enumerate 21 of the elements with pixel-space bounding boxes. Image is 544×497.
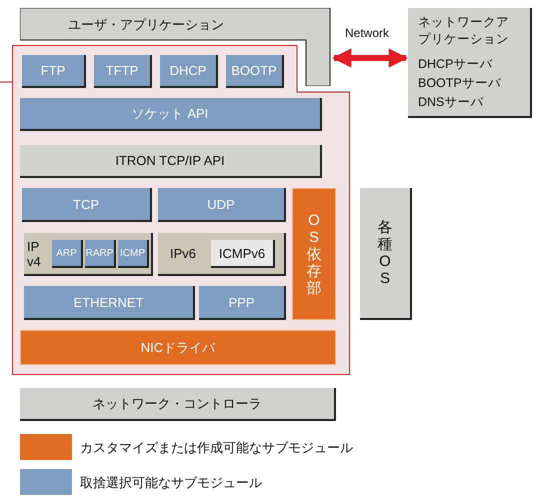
edge-label: Network [345, 26, 390, 40]
legend-label: 取捨選択可能なサブモジュール [80, 474, 262, 492]
layer-box: ネットワーク・コントローラ [20, 388, 336, 421]
layer-box: 各種OS [360, 188, 412, 320]
module-box: TCP [22, 188, 152, 222]
module-box: ARP [52, 240, 83, 268]
legend-label: カスタマイズまたは作成可能なサブモジュール [80, 439, 353, 457]
module-box: RARP [85, 240, 116, 268]
module-box: ICMPv6 [211, 240, 275, 268]
double-arrow [332, 48, 408, 68]
module-box: NICドライバ [20, 330, 336, 365]
layer-box: ネットワークアプリケーション DHCPサーバ BOOTPサーバ DNSサーバ [408, 8, 532, 118]
module-box: ICMP [118, 240, 149, 268]
module-box: OS依存部 [292, 188, 336, 320]
layer-box: ITRON TCP/IP API [20, 145, 322, 178]
group-box: IP v4 ARP RARP ICMP [24, 233, 153, 276]
module-box: ETHERNET [24, 286, 195, 320]
group-box: IPv6 ICMPv6 [158, 233, 286, 276]
module-box: UDP [158, 188, 286, 222]
module-box: ソケット API [20, 98, 322, 131]
module-box: PPP [199, 286, 286, 320]
